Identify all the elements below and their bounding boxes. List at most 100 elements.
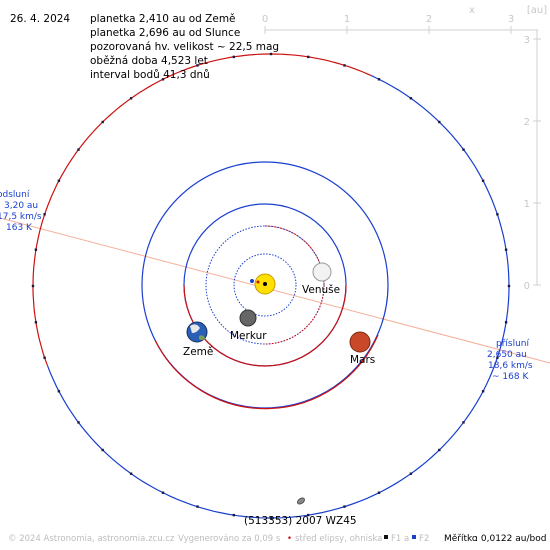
focus-f1-marker — [250, 279, 254, 283]
copyright-text: © 2024 Astronomia, astronomia.zcu.cz — [8, 534, 175, 544]
x-tick-0: 0 — [262, 14, 268, 25]
mars-orbit — [141, 161, 389, 409]
orbit-point — [57, 179, 61, 182]
orbit-point — [34, 248, 38, 251]
x-tick-3: 3 — [508, 14, 514, 25]
legend-red-dot: • — [287, 534, 292, 544]
info-line-2: planetka 2,696 au od Slunce — [90, 27, 240, 39]
orbit-point — [496, 213, 499, 216]
date-label: 26. 4. 2024 — [10, 13, 70, 25]
orbit-point — [409, 472, 413, 475]
aphelion-line-1: odsluní — [0, 190, 30, 200]
venus-orbit — [205, 225, 325, 345]
legend-f1: F1 a — [391, 534, 409, 544]
info-line-4: oběžná doba 4,523 let — [90, 55, 208, 67]
orbit-point — [43, 213, 46, 216]
asteroid-marker — [297, 497, 305, 505]
orbit-point — [438, 448, 441, 452]
y-tick-3: 3 — [524, 35, 530, 46]
y-tick-2: 2 — [524, 117, 530, 128]
legend-text: střed elipsy, ohniska — [295, 534, 382, 544]
apsides-line — [0, 217, 550, 364]
mars-label: Mars — [350, 354, 375, 366]
orbit-point — [101, 120, 104, 124]
orbit-point — [507, 284, 511, 288]
unit-label: [au] — [527, 5, 547, 16]
sun — [250, 273, 276, 295]
orbit-point — [129, 472, 133, 475]
mars-orbit-below — [154, 334, 379, 410]
orbit-point — [34, 321, 38, 324]
aphelion-line-2: 3,20 au — [4, 201, 38, 211]
info-line-1: planetka 2,410 au od Země — [90, 13, 236, 25]
aphelion-line-3: 17,5 km/s — [0, 212, 42, 222]
earth-planet — [186, 321, 208, 343]
orbit-point — [269, 516, 273, 520]
info-line-5: interval bodů 41,3 dnů — [90, 69, 210, 81]
x-tick-1: 1 — [344, 14, 350, 25]
orbit-point — [377, 491, 381, 494]
x-axis-label: x — [469, 5, 475, 16]
perihelion-line-2: 2,650 au — [487, 350, 527, 360]
footer: © 2024 Astronomia, astronomia.zcu.cz Vyg… — [8, 534, 546, 544]
perihelion-line-4: ~ 168 K — [492, 372, 529, 382]
x-axis: 0 1 2 3 x [au] — [262, 5, 547, 34]
orbit-point — [43, 356, 46, 359]
asteroid-orbit-below — [32, 53, 372, 366]
scale-value: : 0,0122 au/bod — [475, 534, 546, 544]
aphelion-line-4: 163 K — [6, 223, 33, 233]
orbit-point — [481, 390, 485, 393]
asteroid-label: (513353) 2007 WZ45 — [244, 515, 357, 527]
orbit-point — [196, 64, 199, 67]
orbit-point — [481, 179, 485, 182]
orbit-point — [496, 356, 499, 359]
orbit-point — [57, 390, 61, 393]
legend-f2: F2 — [419, 534, 429, 544]
center-marker — [256, 280, 260, 284]
mercury-label: Merkur — [230, 330, 267, 342]
mars-planet — [349, 331, 371, 353]
orbit-point — [307, 513, 310, 517]
earth-label: Země — [183, 346, 213, 358]
generated-text: Vygenerováno za 0,09 s — [178, 534, 281, 544]
info-line-3: pozorovaná hv. velikost ~ 22,5 mag — [90, 41, 279, 53]
perihelion-line-1: přísluní — [496, 339, 530, 349]
orbit-point — [77, 148, 80, 151]
earth-orbit-below — [183, 284, 347, 367]
venus-planet — [312, 262, 332, 282]
orbit-point — [232, 513, 235, 517]
orbit-point — [462, 148, 465, 151]
y-tick-1: 1 — [524, 199, 530, 210]
f1-marker-icon — [384, 535, 388, 539]
y-axis: 3 2 1 0 — [524, 30, 541, 292]
orbit-point — [31, 284, 35, 288]
x-tick-2: 2 — [426, 14, 432, 25]
orbit-point — [77, 421, 80, 424]
y-tick-0: 0 — [524, 281, 530, 292]
orbit-point — [504, 248, 508, 251]
orbit-point — [196, 505, 199, 508]
orbit-point — [504, 321, 508, 324]
orbit-point — [462, 421, 465, 424]
orbit-point — [161, 78, 165, 81]
orbit-point — [269, 52, 273, 56]
orbit-point — [343, 64, 346, 67]
perihelion-info: přísluní 2,650 au 18,6 km/s ~ 168 K — [487, 339, 533, 382]
orbit-point — [232, 55, 235, 59]
perihelion-line-3: 18,6 km/s — [488, 361, 533, 371]
asteroid-orbit — [31, 52, 511, 520]
venus-label: Venuše — [302, 284, 340, 296]
orbit-point — [101, 448, 104, 452]
orbit-point — [438, 120, 441, 124]
mercury-orbit — [233, 253, 297, 317]
orbit-point — [377, 78, 381, 81]
f2-marker-icon — [412, 535, 416, 539]
scale-label: Měřítko — [444, 534, 478, 544]
orbit-point — [343, 505, 346, 508]
orbit-point — [129, 97, 133, 100]
orbit-point — [307, 55, 310, 59]
asteroid-orbit-above — [46, 75, 510, 519]
orbit-point — [161, 491, 165, 494]
